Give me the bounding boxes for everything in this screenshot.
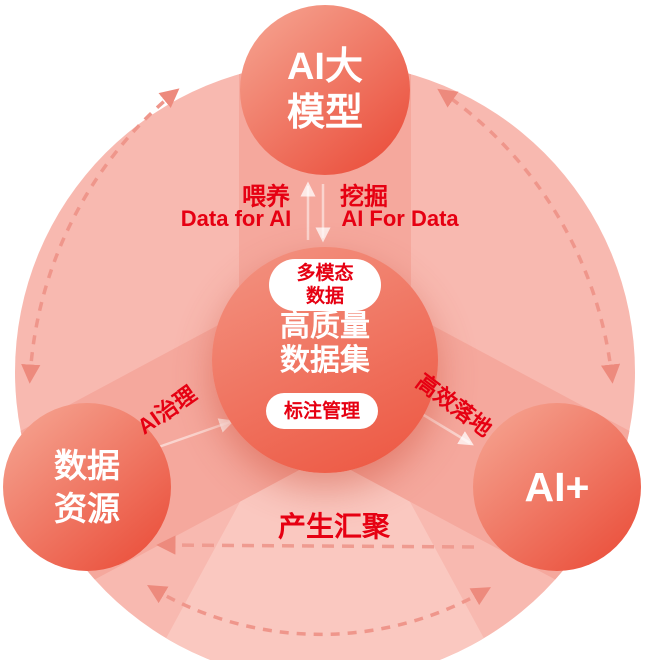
edge-feed-zh: 喂养 [242,183,290,211]
node-data-resource-line1: 数据 [54,447,120,484]
node-dataset-line2: 数据集 [280,344,370,377]
dashed-arc-bottom [147,585,491,637]
multimodal-data-pill: 多模态 数据 [269,259,381,311]
node-ai-model-line1: AI大 [286,46,363,88]
down-right-arrow-icon [421,412,474,446]
annotation-pill-label: 标注管理 [283,400,360,422]
node-ai-model: AI大 模型 [240,5,410,175]
edge-mine-zh: 挖掘 [340,183,388,211]
node-ai-plus: AI+ [473,403,641,571]
dashed-arc-right [437,88,621,384]
node-dataset-line1: 高质量 [280,310,370,343]
multimodal-pill-line1: 多模态 [296,263,354,284]
edge-mine-en: AI For Data [341,206,459,231]
node-data-resource-line2: 资源 [54,490,120,527]
node-ai-plus-label: AI+ [524,463,590,510]
node-dataset-label: 高质量 数据集 [280,310,370,378]
up-right-arrow-icon [149,418,235,452]
edge-feed-en: Data for AI [180,206,292,231]
annotation-management-pill: 标注管理 [266,393,378,429]
node-data-resource: 数据 资源 [3,403,171,571]
multimodal-pill-line2: 数据 [305,286,344,307]
node-ai-model-line2: 模型 [286,92,363,134]
aggregation-dashed-arrow-icon [156,535,483,555]
edge-aggregation-label: 产生汇聚 [277,511,391,542]
